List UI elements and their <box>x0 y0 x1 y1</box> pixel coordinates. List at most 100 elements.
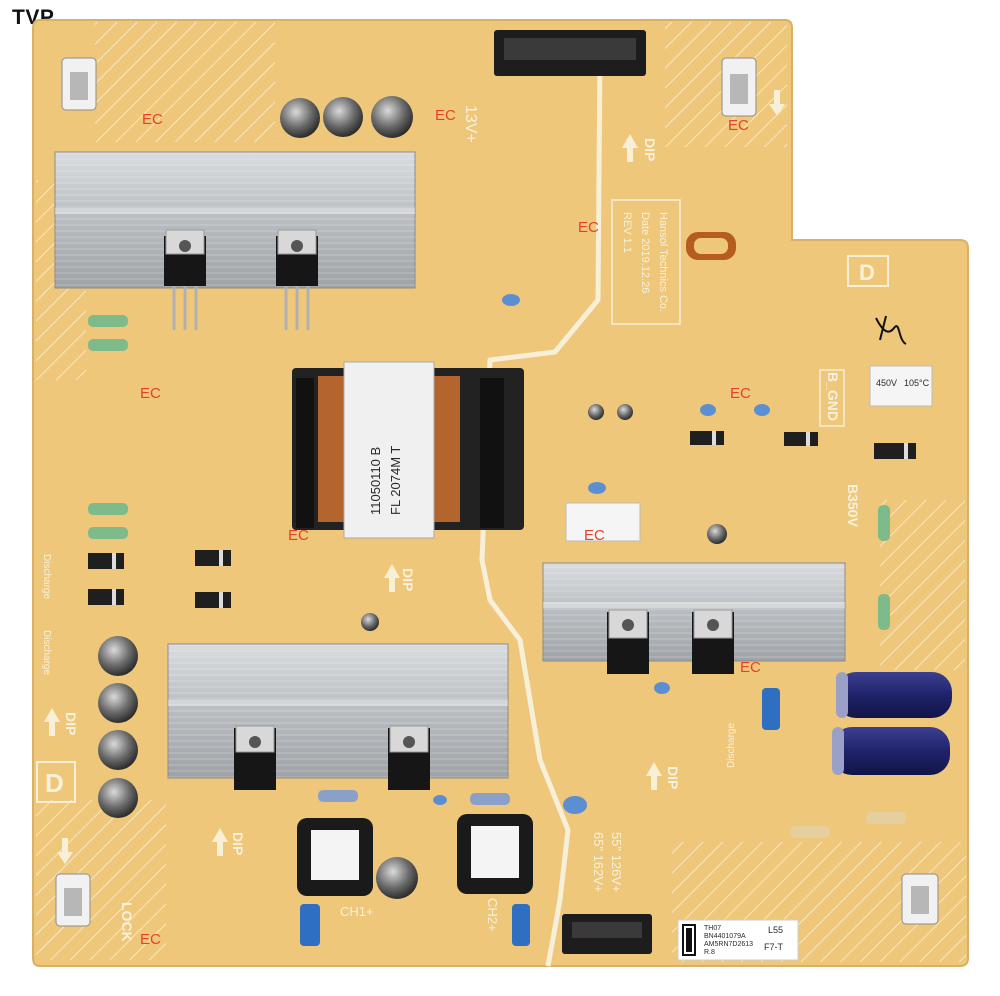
resistor <box>790 826 830 838</box>
large-blue-capacitor <box>832 727 950 775</box>
transformer-marking: 11050110 B <box>368 447 383 515</box>
revision-line: Date 2019.12.26 <box>639 212 651 293</box>
mounting-clip-top-right <box>721 57 757 117</box>
diode <box>784 432 818 446</box>
electrolytic-capacitor <box>280 98 320 138</box>
ch2-label: CH2+ <box>485 898 500 932</box>
output-inductor <box>457 814 533 894</box>
dip-label: DIP <box>230 832 246 855</box>
y-capacitor <box>300 904 320 946</box>
power-transistor <box>276 229 318 330</box>
dip-label: DIP <box>642 138 658 161</box>
ch1-label: CH1+ <box>340 904 374 919</box>
electrolytic-capacitor <box>707 524 727 544</box>
electrolytic-capacitor <box>371 96 413 138</box>
film-capacitor-note: 105°C <box>904 378 930 388</box>
y-capacitor <box>762 688 780 730</box>
ec-mark: EC <box>288 527 309 544</box>
label-line: TH07 <box>704 925 721 932</box>
connector-top <box>494 30 646 76</box>
film-capacitor <box>869 365 933 407</box>
ec-mark: EC <box>142 111 163 128</box>
resistor <box>318 790 358 802</box>
ceramic-capacitor <box>563 796 587 814</box>
electrolytic-capacitor <box>588 404 604 420</box>
mounting-clip-bottom-right <box>901 873 939 925</box>
b350v-label: B350V <box>845 484 861 527</box>
dip-label: DIP <box>63 712 79 735</box>
b-gnd-label: B_GND <box>825 372 841 421</box>
ec-mark: EC <box>435 107 456 124</box>
handwritten-mark <box>875 315 907 345</box>
electrolytic-capacitor <box>617 404 633 420</box>
resistor <box>878 505 890 541</box>
film-capacitor-note: 450V <box>876 378 897 388</box>
diode <box>88 553 124 569</box>
ec-mark: EC <box>578 219 599 236</box>
connector-bottom <box>562 914 652 954</box>
diode <box>195 592 231 608</box>
d-box <box>847 255 889 287</box>
ec-mark: EC <box>728 117 749 134</box>
power-transistor <box>692 609 734 674</box>
resistor <box>88 339 128 351</box>
mounting-clip-top-left <box>61 57 97 111</box>
ec-mark: EC <box>140 931 161 948</box>
ec-mark: EC <box>584 527 605 544</box>
label-size: L55 <box>768 925 783 935</box>
ceramic-capacitor <box>754 404 770 416</box>
main-transformer <box>292 361 524 539</box>
diode <box>88 589 124 605</box>
electrolytic-capacitor <box>98 730 138 770</box>
electrolytic-capacitor <box>98 636 138 676</box>
lock-label: LOCK <box>119 902 135 942</box>
discharge-label: Discharge <box>41 630 52 675</box>
dip-label: DIP <box>665 766 681 789</box>
heatsink-bottom-left <box>167 643 509 779</box>
transformer-marking: FL 2074M T <box>388 446 403 515</box>
power-transistor <box>607 609 649 674</box>
d-box-letter: D <box>45 768 64 798</box>
electrolytic-capacitor <box>98 683 138 723</box>
diode <box>690 431 724 445</box>
y-capacitor <box>512 904 530 946</box>
b-gnd-box <box>819 369 845 427</box>
toroid-choke <box>686 232 736 260</box>
ceramic-capacitor <box>588 482 606 494</box>
arrow-marks <box>44 90 785 864</box>
revision-line: Hansol Technics Co. <box>657 212 669 312</box>
revision-block <box>611 199 681 325</box>
discharge-label: Discharge <box>726 723 737 768</box>
label-code: F7-T <box>764 942 784 952</box>
electrolytic-capacitor <box>361 613 379 631</box>
ceramic-capacitor <box>654 682 670 694</box>
voltage-13v-label: 13V+ <box>462 105 479 143</box>
d-box-letter: D <box>859 260 875 285</box>
discharge-label: Discharge <box>41 554 52 599</box>
product-label-sticker <box>677 919 799 961</box>
power-transistor <box>388 725 430 790</box>
ec-mark: EC <box>140 385 161 402</box>
heatsink-top-left <box>54 151 416 289</box>
ec-mark: EC <box>740 659 761 676</box>
electrolytic-capacitor <box>376 857 418 899</box>
resistor <box>88 503 128 515</box>
power-transistor <box>234 725 276 790</box>
film-capacitor <box>565 502 641 542</box>
hatched-area-right <box>880 500 965 670</box>
output-voltage-label: 55" 126V+ <box>609 832 624 893</box>
label-line: R.8 <box>704 949 715 956</box>
power-transistor <box>164 229 206 330</box>
isolation-boundary <box>479 49 603 967</box>
diode <box>195 550 231 566</box>
ceramic-capacitor <box>502 294 520 306</box>
hatched-area-top-left <box>95 22 275 142</box>
resistor <box>88 527 128 539</box>
resistor <box>866 812 906 824</box>
resistor <box>878 594 890 630</box>
output-inductor <box>297 818 373 896</box>
ceramic-capacitor <box>433 795 447 805</box>
resistor <box>88 315 128 327</box>
ceramic-capacitor <box>700 404 716 416</box>
mounting-clip-bottom-left <box>55 873 91 927</box>
